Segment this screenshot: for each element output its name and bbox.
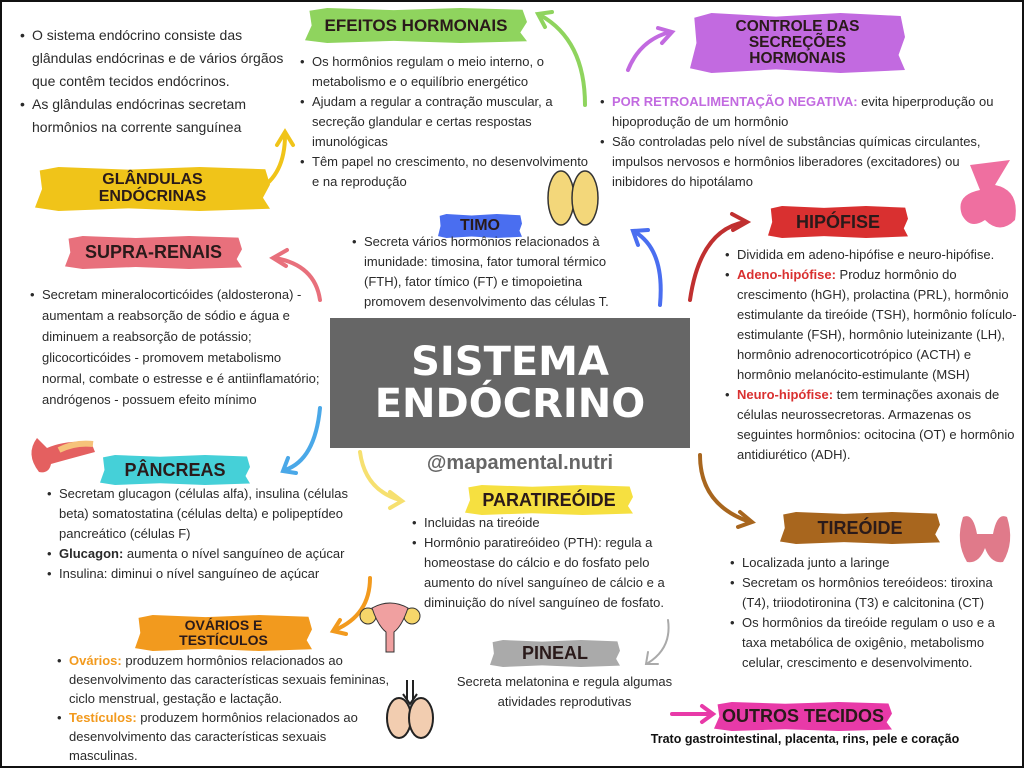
label-line: SECREÇÕES <box>748 33 847 51</box>
list-item: Têm papel no crescimento, no desenvolvim… <box>298 152 593 192</box>
thymus-icon <box>547 170 599 226</box>
list-item: Secreta vários hormônios relacionados à … <box>350 232 645 312</box>
list-item: Secretam os hormônios tereóideos: tiroxi… <box>728 573 1023 613</box>
hipofise-label: HIPÓFISE <box>768 206 908 238</box>
list-item: Testículos: produzem hormônios relaciona… <box>55 708 390 765</box>
intro-list: O sistema endócrino consiste das glândul… <box>18 24 303 139</box>
highlight: Adeno-hipófise: <box>737 267 836 282</box>
pineal-text: Secreta melatonina e regula algumas ativ… <box>456 674 673 709</box>
highlight: Ovários: <box>69 653 122 668</box>
text: tem terminações axonais de células neuro… <box>737 387 1015 462</box>
ovarios-list: Ovários: produzem hormônios relacionados… <box>55 651 390 765</box>
list-item: Localizada junto a laringe <box>728 553 1023 573</box>
list-item: Secretam mineralocorticóides (aldosteron… <box>28 284 328 410</box>
list-item: Incluidas na tireóide <box>410 513 685 533</box>
text: produzem hormônios relacionados ao desen… <box>69 710 358 763</box>
efeitos-hormonais-label: EFEITOS HORMONAIS <box>305 8 527 43</box>
list-item: Secretam glucagon (células alfa), insuli… <box>45 484 355 544</box>
thyroid-icon <box>959 516 1011 563</box>
label-line: GLÂNDULAS <box>102 171 203 189</box>
text: evita hiperprodução ou hipoprodução de u… <box>612 94 994 129</box>
tireoide-list: Localizada junto a laringe Secretam os h… <box>728 553 1023 673</box>
paratireoide-label: PARATIREÓIDE <box>465 485 633 515</box>
list-item: Hormônio paratireóideo (PTH): regula a h… <box>410 533 685 613</box>
text: produzem hormônios relacionados ao desen… <box>69 653 390 706</box>
label-line: ENDÓCRINAS <box>98 188 207 205</box>
list-item: Adeno-hipófise: Produz hormônio do cresc… <box>723 265 1023 385</box>
outros-tecidos-label: OUTROS TECIDOS <box>714 702 892 731</box>
list-item: Os hormônios da tireóide regulam o uso e… <box>728 613 1023 673</box>
hipofise-list: Dividida em adeno-hipófise e neuro-hipóf… <box>723 245 1023 465</box>
pineal-label: PINEAL <box>490 640 620 667</box>
list-item: Ajudam a regular a contração muscular, a… <box>298 92 593 152</box>
highlight: POR RETROALIMENTAÇÃO NEGATIVA: <box>612 94 858 109</box>
efeitos-list: Os hormônios regulam o meio interno, o m… <box>298 52 593 192</box>
list-item: Dividida em adeno-hipófise e neuro-hipóf… <box>723 245 1023 265</box>
label-line: CONTROLE DAS <box>735 17 860 35</box>
highlight: Testículos: <box>69 710 137 725</box>
label-line: OVÁRIOS E <box>184 617 263 634</box>
title-line: ENDÓCRINO <box>374 381 646 427</box>
list-item: São controladas pelo nível de substância… <box>598 132 1013 192</box>
list-item: Neuro-hipófise: tem terminações axonais … <box>723 385 1023 465</box>
author-handle: @mapamental.nutri <box>426 452 614 474</box>
supra-list: Secretam mineralocorticóides (aldosteron… <box>28 284 328 410</box>
uterus-icon <box>359 602 421 653</box>
pancreas-icon <box>31 438 95 473</box>
paratireoide-list: Incluidas na tireóide Hormônio paratireó… <box>410 513 685 613</box>
tireoide-label: TIREÓIDE <box>780 512 940 544</box>
timo-list: Secreta vários hormônios relacionados à … <box>350 232 645 312</box>
text: aumenta o nível sanguíneo de açúcar <box>123 546 345 561</box>
testes-icon <box>386 680 434 739</box>
list-item: As glândulas endócrinas secretam hormôni… <box>18 93 303 139</box>
list-item: Insulina: diminui o nível sanguíneo de a… <box>45 564 355 584</box>
title-line: SISTEMA <box>411 339 609 385</box>
list-item: Os hormônios regulam o meio interno, o m… <box>298 52 593 92</box>
label-line: TESTÍCULOS <box>179 632 268 648</box>
pancreas-list: Secretam glucagon (células alfa), insuli… <box>45 484 355 584</box>
text: Produz hormônio do crescimento (hGH), pr… <box>737 267 1017 382</box>
list-item: O sistema endócrino consiste das glândul… <box>18 24 303 93</box>
pancreas-label: PÂNCREAS <box>100 455 250 485</box>
controle-list: POR RETROALIMENTAÇÃO NEGATIVA: evita hip… <box>598 92 1013 192</box>
list-item: Glucagon: aumenta o nível sanguíneo de a… <box>45 544 355 564</box>
highlight: Neuro-hipófise: <box>737 387 834 402</box>
pituitary-icon <box>960 160 1016 228</box>
label-line: HORMONAIS <box>749 50 846 68</box>
outros-tecidos-text: Trato gastrointestinal, placenta, rins, … <box>650 732 960 746</box>
list-item: POR RETROALIMENTAÇÃO NEGATIVA: evita hip… <box>598 92 1013 132</box>
supra-renais-label: SUPRA-RENAIS <box>65 236 242 269</box>
highlight: Glucagon: <box>59 546 124 561</box>
list-item: Ovários: produzem hormônios relacionados… <box>55 651 390 708</box>
